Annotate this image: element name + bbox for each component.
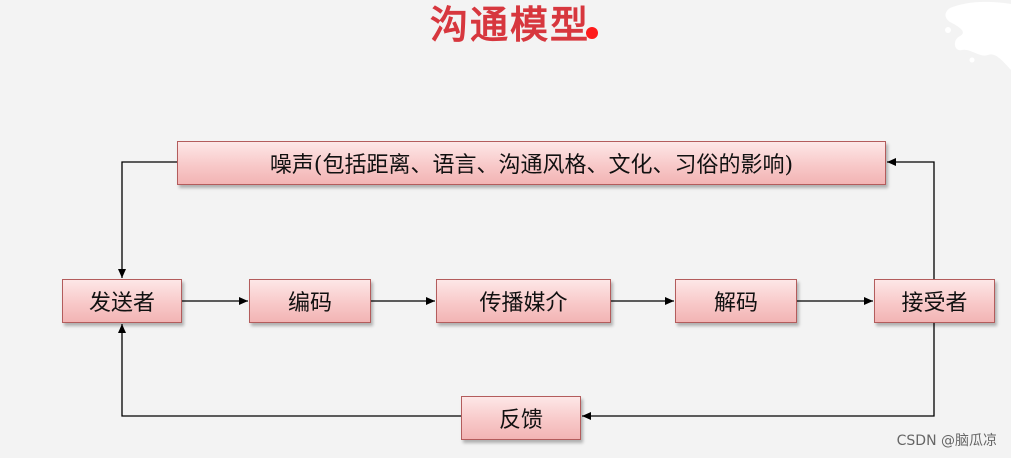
arrow-feedback-to-sender xyxy=(118,324,461,417)
diagram-title: 沟通模型 xyxy=(430,3,591,47)
decode-box: 解码 xyxy=(675,279,797,323)
sender-box: 发送者 xyxy=(62,279,182,323)
arrow-noise-to-sender xyxy=(118,161,177,278)
noise-box: 噪声(包括距离、语言、沟通风格、文化、习俗的影响) xyxy=(177,141,886,185)
arrow-receiver-to-feedback xyxy=(582,323,935,420)
medium-box: 传播媒介 xyxy=(436,279,611,323)
white-splash-decoration xyxy=(945,1,1011,70)
watermark: CSDN @脑瓜凉 xyxy=(896,433,997,449)
receiver-box: 接受者 xyxy=(874,279,995,323)
arrow-receiver-to-noise xyxy=(887,158,935,279)
encode-box: 编码 xyxy=(249,279,371,323)
red-pointer-dot xyxy=(586,27,598,39)
feedback-box: 反馈 xyxy=(461,396,581,440)
